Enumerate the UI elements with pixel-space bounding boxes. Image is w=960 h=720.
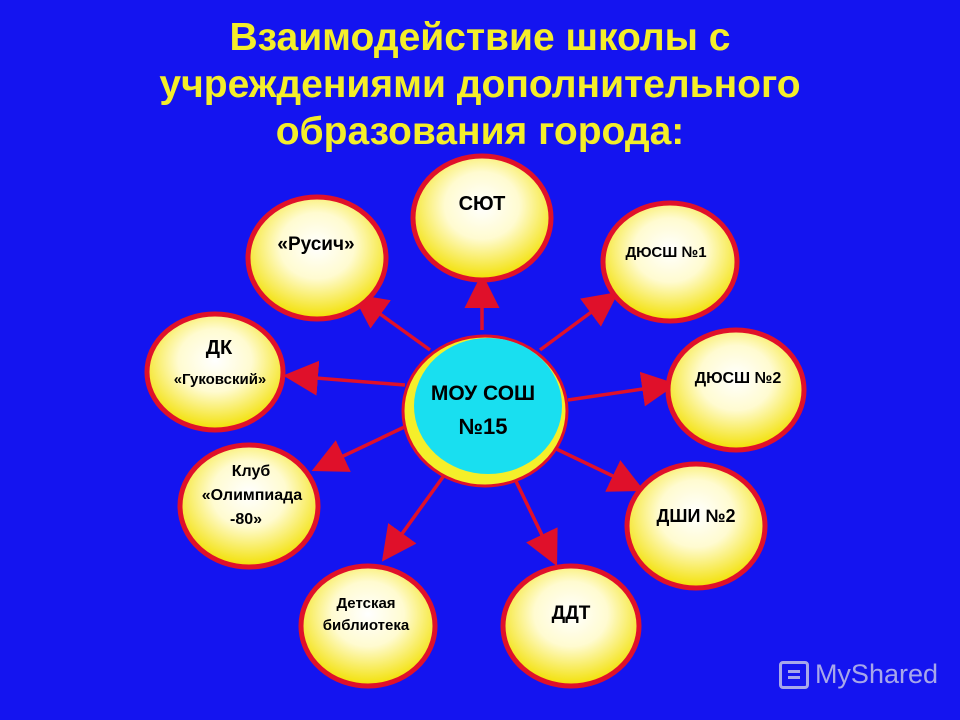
arrow-to-dshi2 xyxy=(547,443,645,492)
node-dshi2 xyxy=(624,461,768,591)
arrow-to-ddt xyxy=(511,474,558,567)
arrow-to-dk xyxy=(283,360,406,396)
arrow-to-dyussh1 xyxy=(538,291,619,352)
node-rusich xyxy=(245,194,389,322)
title-line-2: учреждениями дополнительного xyxy=(159,63,801,106)
presentation-icon xyxy=(778,660,809,689)
title-line-1: Взаимодействие школы с xyxy=(229,16,731,59)
watermark-text: MyShared xyxy=(814,659,938,689)
label-olimpiada-line-2: «Олимпиада xyxy=(202,487,303,504)
arrow-to-rusich xyxy=(352,293,432,352)
arrow-to-library xyxy=(381,468,450,562)
watermark: MyShared xyxy=(778,659,938,690)
node-ddt xyxy=(500,563,642,689)
label-dk-line-2: «Гуковский» xyxy=(174,371,267,388)
label-dshi2: ДШИ №2 xyxy=(657,506,736,526)
label-rusich: «Русич» xyxy=(277,234,354,255)
label-dk-line-1: ДК xyxy=(206,337,233,359)
label-ddt: ДДТ xyxy=(552,603,591,624)
label-dyussh1: ДЮСШ №1 xyxy=(625,244,706,261)
node-syut xyxy=(410,153,554,283)
label-olimpiada-line-1: Клуб xyxy=(232,463,271,480)
node-dyussh2 xyxy=(665,327,807,453)
center-label-line-1: МОУ СОШ xyxy=(431,382,535,405)
labels-group: МОУ СОШ №15 СЮТ ДЮСШ №1 ДЮСШ №2 ДШИ №2 Д… xyxy=(174,193,782,634)
label-olimpiada-line-3: -80» xyxy=(230,511,262,528)
arrows-group xyxy=(283,273,677,567)
label-library-line-2: библиотека xyxy=(323,617,410,634)
title-line-3: образования города: xyxy=(275,110,685,153)
nodes-group xyxy=(144,153,807,689)
center-label-line-2: №15 xyxy=(459,414,508,439)
node-library xyxy=(298,563,438,689)
page-title: Взаимодействие школы с учреждениями допо… xyxy=(0,14,960,155)
arrow-to-olimpiada xyxy=(311,420,416,472)
node-dyussh1 xyxy=(600,200,740,324)
label-syut: СЮТ xyxy=(459,193,506,215)
label-dyussh2: ДЮСШ №2 xyxy=(695,370,782,387)
center-node xyxy=(414,338,562,474)
label-library-line-1: Детская xyxy=(336,595,395,612)
node-olimpiada xyxy=(177,442,321,570)
arrow-to-dyussh2 xyxy=(567,371,677,407)
node-dk xyxy=(144,311,286,433)
